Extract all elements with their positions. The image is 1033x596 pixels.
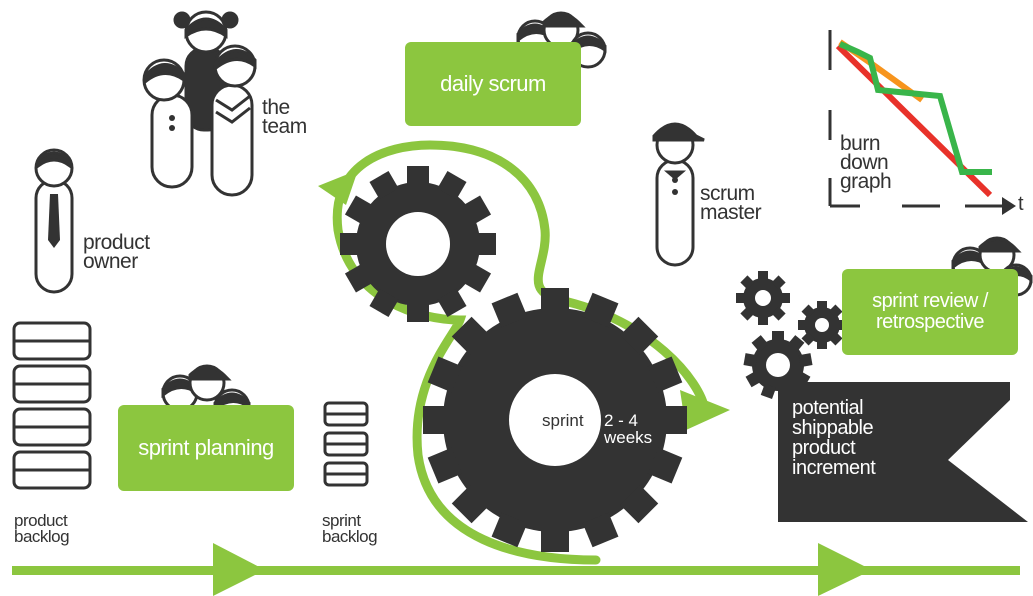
burn-x-axis-arrowhead: [1002, 197, 1016, 215]
burn-actual-line: [838, 41, 992, 175]
timeline-arrowhead-1: [213, 543, 265, 596]
burn-down-chart: [828, 30, 1016, 215]
sprint-review-box: sprint review /retrospective: [842, 269, 1018, 355]
small-gear-icon-2: [798, 301, 846, 349]
timeline-arrow: [12, 543, 1020, 596]
sprint-backlog-stack: [323, 401, 369, 487]
timeline-arrowhead-2: [818, 543, 872, 596]
sprint-gear-icon: [423, 288, 687, 552]
increment-flag: [778, 382, 1028, 522]
daily-scrum-box: daily scrum: [405, 42, 581, 126]
sprint-planning-box: sprint planning: [118, 405, 294, 491]
sprint-review-avatars: [951, 236, 1033, 297]
sprint-label: sprint: [542, 411, 584, 430]
cycle-arrowhead-top: [318, 170, 358, 205]
product-backlog-stack: [12, 321, 92, 490]
burn-x-axis-label: t: [1018, 193, 1024, 215]
product-owner-figure: [34, 148, 74, 294]
small-gear-icon-1: [736, 271, 790, 325]
team-figures: [142, 10, 257, 197]
gear-icon: [340, 166, 496, 322]
scrum-master-figure: [652, 122, 705, 267]
cycle-arrowhead-right: [680, 390, 730, 430]
daily-scrum-avatars: [516, 11, 607, 69]
